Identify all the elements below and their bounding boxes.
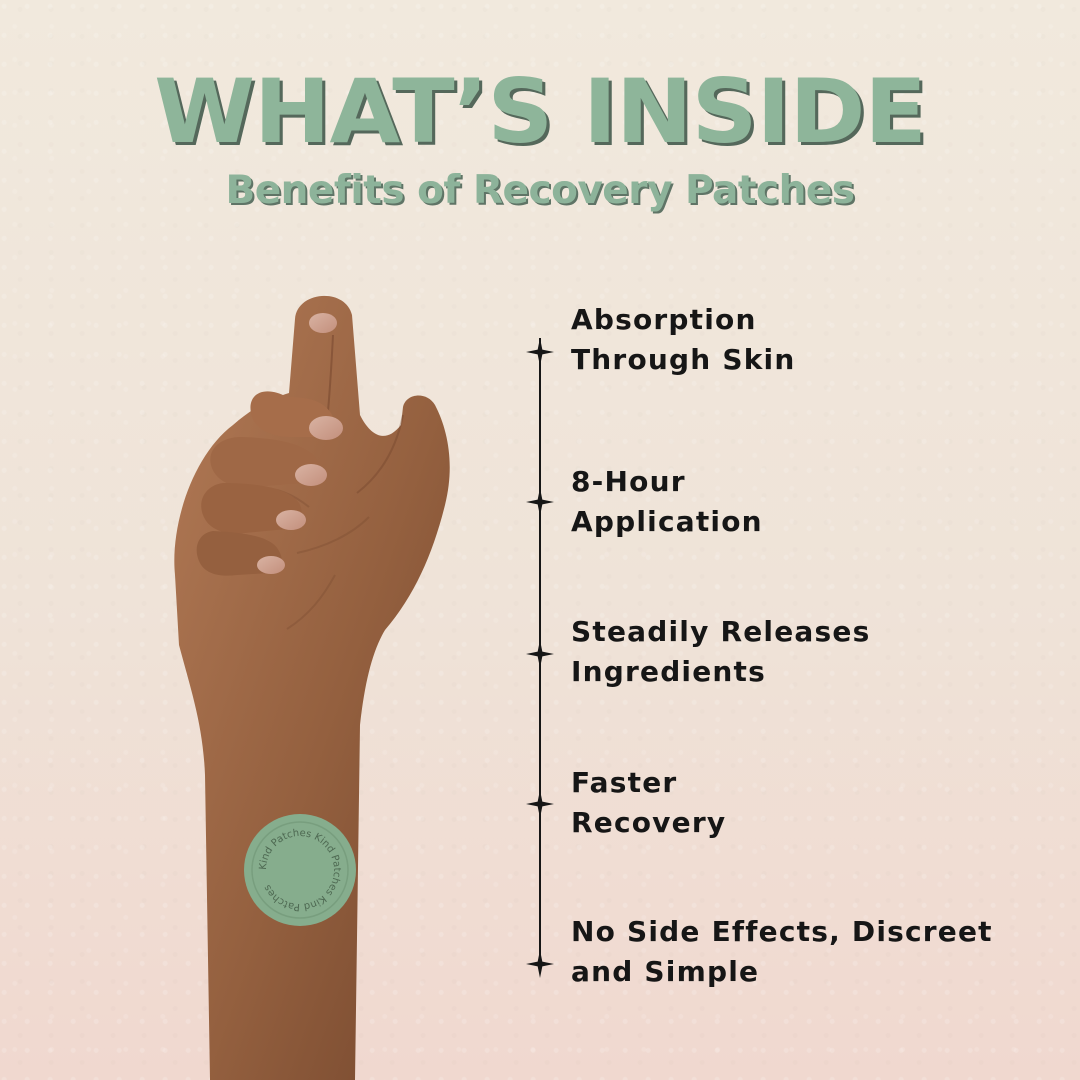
thumb-nail	[309, 313, 337, 333]
benefit-item-4: Faster Recovery	[571, 763, 1031, 843]
benefit-line-2: Ingredients	[571, 655, 767, 688]
benefit-line-1: 8-Hour	[571, 465, 686, 498]
benefits-timeline	[526, 338, 554, 978]
benefit-line-2: Recovery	[571, 806, 727, 839]
benefit-line-1: No Side Effects, Discreet	[571, 915, 993, 948]
benefit-line-2: Application	[571, 505, 763, 538]
benefit-line-1: Steadily Releases	[571, 615, 871, 648]
index-nail	[309, 416, 343, 440]
middle-nail	[295, 464, 327, 486]
sparkle-icon	[526, 950, 554, 978]
middle-finger	[210, 437, 319, 488]
benefit-line-2: Through Skin	[571, 343, 796, 376]
benefit-item-3: Steadily Releases Ingredients	[571, 612, 1031, 692]
hand-illustration: Kind Patches Kind Patches Kind Patches	[174, 295, 450, 1080]
sparkle-icon	[526, 790, 554, 818]
hand-with-patch-illustration: Kind Patches Kind Patches Kind Patches	[155, 295, 465, 1080]
benefit-line-2: and Simple	[571, 955, 760, 988]
benefit-line-1: Absorption	[571, 303, 757, 336]
sparkle-icon	[526, 640, 554, 668]
sparkle-icon	[526, 338, 554, 366]
page-subtitle: Benefits of Recovery Patches	[225, 168, 855, 213]
ring-nail	[276, 510, 306, 530]
sparkle-icon	[526, 488, 554, 516]
benefit-line-1: Faster	[571, 766, 678, 799]
benefit-item-5: No Side Effects, Discreet and Simple	[571, 912, 1031, 992]
page-title: WHAT’S INSIDE	[154, 60, 927, 163]
benefit-item-2: 8-Hour Application	[571, 462, 1031, 542]
patch-circle	[244, 814, 356, 926]
benefit-item-1: Absorption Through Skin	[571, 300, 1031, 380]
pinky-nail	[257, 556, 285, 574]
